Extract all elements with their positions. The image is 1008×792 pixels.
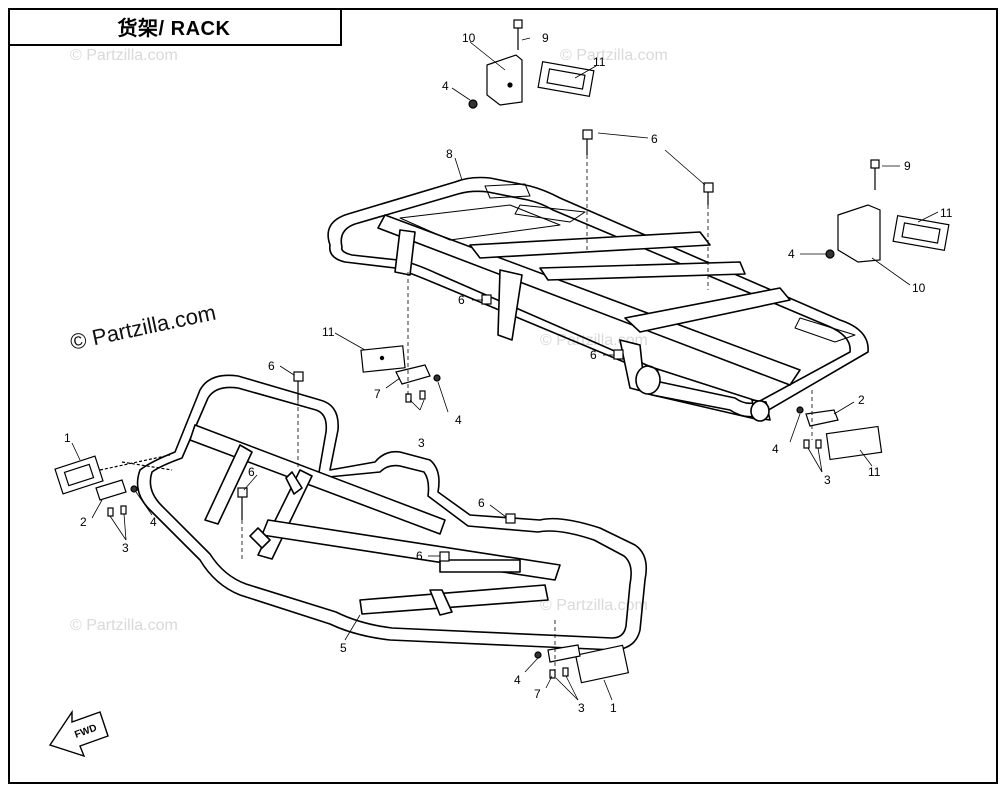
title-box: 货架/ RACK xyxy=(8,8,342,46)
callout-3: 3 xyxy=(418,436,425,450)
callout-10: 10 xyxy=(912,281,926,295)
callout-6: 6 xyxy=(478,496,485,510)
callout-4: 4 xyxy=(455,413,462,427)
callout-7: 7 xyxy=(374,387,381,401)
callout-6: 6 xyxy=(268,359,275,373)
diagram-title: 货架/ RACK xyxy=(117,17,231,40)
callout-9: 9 xyxy=(542,31,549,45)
callout-9: 9 xyxy=(904,159,911,173)
callout-1: 1 xyxy=(610,701,617,715)
front-rack xyxy=(136,374,648,651)
callout-3: 3 xyxy=(824,473,831,487)
fwd-arrow: FWD xyxy=(48,709,109,758)
callout-5: 5 xyxy=(340,641,347,655)
small-parts xyxy=(54,19,950,684)
watermark: © Partzilla.com xyxy=(560,47,668,64)
callout-11: 11 xyxy=(593,55,606,69)
callout-4: 4 xyxy=(442,79,449,93)
callout-4: 4 xyxy=(150,515,157,529)
callout-3: 3 xyxy=(578,701,585,715)
callout-4: 4 xyxy=(514,673,521,687)
callouts: 10 9 11 4 6 8 9 11 4 10 6 11 6 6 7 4 3 2… xyxy=(64,31,953,715)
callout-4: 4 xyxy=(772,442,779,456)
callout-11: 11 xyxy=(940,206,953,220)
callout-2: 2 xyxy=(858,393,865,407)
leader-lines xyxy=(71,37,939,701)
callout-7: 7 xyxy=(534,687,541,701)
callout-10: 10 xyxy=(462,31,476,45)
callout-6: 6 xyxy=(458,293,465,307)
watermark-main: © Partzilla.com xyxy=(68,300,218,355)
rear-rack xyxy=(327,176,869,422)
callout-2: 2 xyxy=(80,515,87,529)
callout-1: 1 xyxy=(64,431,71,445)
watermark: © Partzilla.com xyxy=(70,617,178,634)
diagram-frame xyxy=(8,8,998,784)
callout-6: 6 xyxy=(248,465,255,479)
callout-11: 11 xyxy=(322,325,335,339)
callout-6: 6 xyxy=(651,132,658,146)
watermark: © Partzilla.com xyxy=(70,47,178,64)
callout-3: 3 xyxy=(122,541,129,555)
callout-11: 11 xyxy=(868,465,881,479)
callout-8: 8 xyxy=(446,147,453,161)
watermark: © Partzilla.com xyxy=(540,597,648,614)
callout-6: 6 xyxy=(590,348,597,362)
callout-4: 4 xyxy=(788,247,795,261)
callout-6: 6 xyxy=(416,549,423,563)
